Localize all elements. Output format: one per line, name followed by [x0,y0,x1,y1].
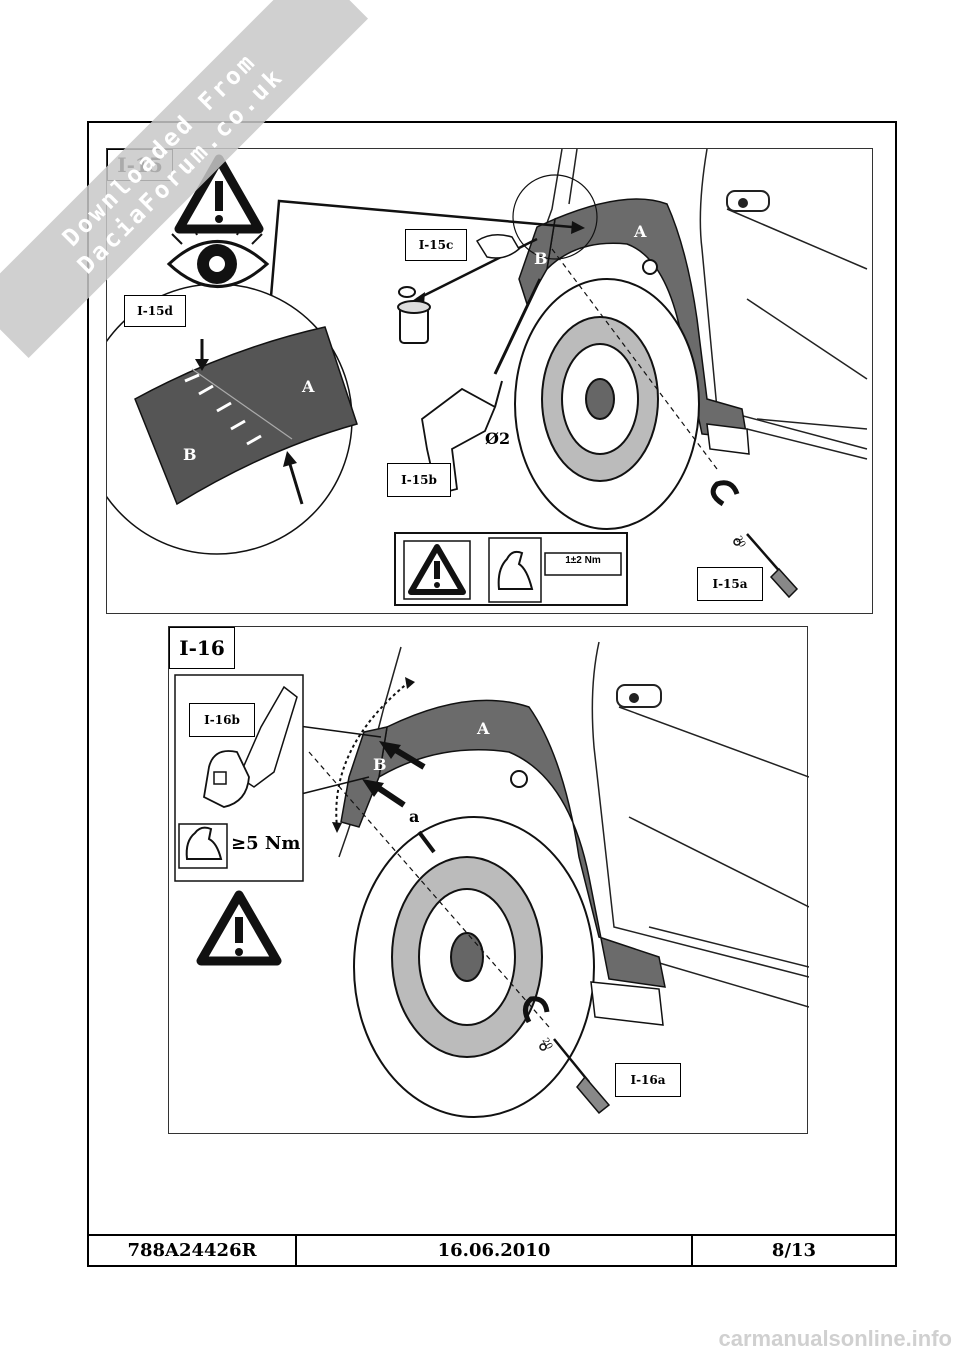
warning-icon [174,154,264,234]
zoom-detail [107,283,358,555]
screwdriver-icon [539,1038,611,1115]
illustration-i16 [174,641,809,1118]
callout-i16b: I-16b [189,703,255,737]
torque-arm-icon [178,823,228,869]
document-date: 16.06.2010 [297,1236,693,1265]
part-label-a: A [477,719,490,738]
illustration-i15 [107,149,868,606]
door-handle-icon [726,190,770,212]
door-handle-icon [616,684,662,708]
callout-i15d: I-15d [124,295,186,327]
part-label-b: B [373,755,387,774]
part-label-a: A [634,222,647,241]
screwdriver-icon [733,533,799,599]
panel-i15: I-15 I-15c I-15d I-15b I-15a Ø2 1±2 Nm A… [106,148,873,614]
point-label-a: a [409,807,420,826]
hand-icon [475,234,520,259]
part-number: 788A24426R [89,1236,297,1265]
drill-size: Ø2 [485,429,511,448]
callout-i15a: I-15a [697,567,763,601]
eye-icon [166,220,270,288]
warning-icon [196,890,282,966]
site-watermark: carmanualsonline.info [718,1326,953,1351]
torque-value-i15: 1±2 Nm [565,555,601,566]
wheel-icon [514,278,700,530]
page-number: 8/13 [771,1240,817,1261]
callout-i15c: I-15c [405,229,467,261]
clip-detail-icon [203,685,298,808]
warning-icon [403,540,471,600]
part-label-b: B [534,249,548,268]
page-footer: 788A24426R 16.06.2010 8/13 [87,1234,897,1267]
fender-flare-a [378,699,666,988]
wheel-icon [353,816,595,1118]
callout-i16a: I-16a [615,1063,681,1097]
step-label-i16: I-16 [169,627,235,669]
panel-i16: I-16 I-16b I-16a ≥5 Nm A B a 20 [168,626,809,1134]
zoom-label-a: A [302,377,315,396]
screw-icon [417,830,436,854]
zoom-label-b: B [183,445,197,464]
rotate-arrow-icon [523,996,550,1024]
rotate-arrow-icon [710,480,740,507]
callout-i15b: I-15b [387,463,451,497]
clip-icon [397,286,431,344]
torque-arm-icon [488,537,542,603]
torque-value-i16: ≥5 Nm [231,833,301,854]
